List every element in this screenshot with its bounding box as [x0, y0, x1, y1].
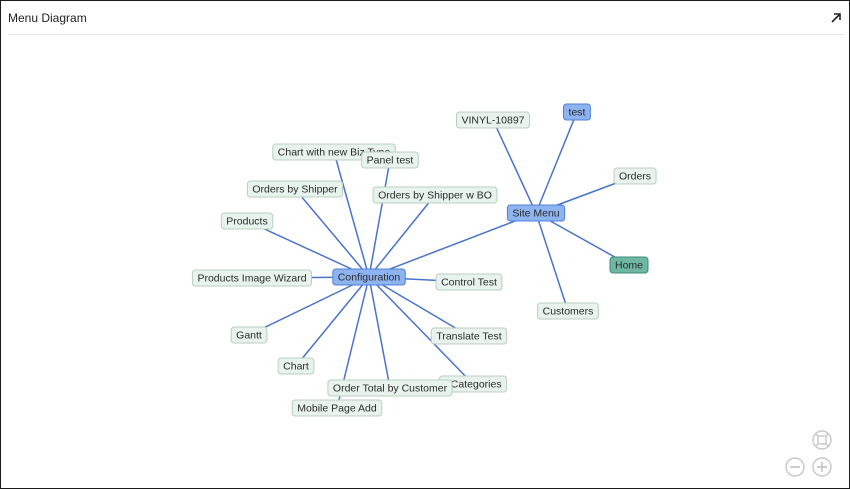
node-label: Mobile Page Add [297, 403, 377, 415]
node-test[interactable]: test [563, 103, 591, 121]
edge-site_menu-home [535, 212, 630, 266]
node-label: test [569, 107, 586, 119]
node-vinyl[interactable]: VINYL-10897 [456, 111, 530, 129]
node-label: Translate Test [436, 331, 501, 343]
node-box [563, 103, 591, 121]
node-label: Orders by Shipper [252, 184, 338, 196]
node-translate-test[interactable]: Translate Test [430, 327, 508, 345]
node-customers[interactable]: Customers [537, 302, 599, 320]
node-site-menu[interactable]: Site Menu [506, 204, 566, 222]
edge-configuration-translate_test [368, 276, 470, 337]
node-orders[interactable]: Orders [613, 167, 657, 185]
node-box [609, 256, 649, 274]
node-label: Chart [283, 361, 309, 373]
edge-configuration-products [246, 220, 370, 278]
fit-to-screen-icon[interactable] [812, 430, 832, 450]
node-label: - Categories [444, 379, 501, 391]
node-box [430, 327, 508, 345]
node-products[interactable]: Products [220, 212, 274, 230]
node-label: Gantt [236, 330, 262, 342]
edge-configuration-categories [368, 276, 474, 385]
node-orders-shipper-bo[interactable]: Orders by Shipper w BO [372, 186, 498, 204]
node-categories[interactable]: - Categories [438, 375, 508, 393]
node-box [291, 399, 383, 417]
node-label: VINYL-10897 [461, 115, 524, 127]
node-gantt[interactable]: Gantt [230, 326, 268, 344]
edge-site_menu-configuration [368, 212, 537, 278]
node-box [332, 268, 406, 286]
node-box [537, 302, 599, 320]
edge-configuration-panel_test [368, 159, 391, 278]
node-label: Orders [619, 171, 651, 183]
edge-site_menu-customers [535, 212, 569, 312]
panel-header: Menu Diagram [1, 1, 849, 35]
node-chart[interactable]: Chart [277, 357, 315, 375]
node-label: Order Total by Customer [333, 383, 448, 395]
node-box [277, 357, 315, 375]
node-control-test[interactable]: Control Test [435, 273, 503, 291]
edge-configuration-gantt [248, 276, 370, 336]
node-box [372, 186, 498, 204]
node-box [246, 180, 344, 198]
node-label: Configuration [338, 272, 401, 284]
edge-configuration-chart [295, 276, 370, 367]
node-products-wizard[interactable]: Products Image Wizard [191, 269, 312, 287]
node-box [191, 269, 312, 287]
node-box [230, 326, 268, 344]
node-label: Orders by Shipper w BO [378, 190, 492, 202]
node-label: Products Image Wizard [197, 273, 306, 285]
node-label: Home [615, 260, 643, 272]
edge-configuration-orders_shipper_bo [368, 194, 436, 278]
node-label: Products [226, 216, 267, 228]
node-label: Customers [543, 306, 594, 318]
node-home[interactable]: Home [609, 256, 649, 274]
node-box [220, 212, 274, 230]
node-label: Site Menu [512, 208, 559, 220]
node-order-total[interactable]: Order Total by Customer [327, 379, 453, 397]
node-box [456, 111, 530, 129]
panel-title: Menu Diagram [8, 11, 87, 25]
node-mobile-page[interactable]: Mobile Page Add [291, 399, 383, 417]
edge-configuration-orders_shipper [294, 188, 370, 278]
node-box [327, 379, 453, 397]
node-box [361, 151, 419, 169]
edge-configuration-chart_biz [333, 151, 370, 278]
edge-site_menu-test [535, 111, 578, 214]
node-panel-test[interactable]: Panel test [361, 151, 419, 169]
expand-icon[interactable] [829, 11, 843, 25]
edge-site_menu-vinyl [492, 119, 537, 214]
header-divider [8, 34, 844, 35]
zoom-out-icon[interactable] [785, 457, 805, 477]
node-label: Control Test [441, 277, 497, 289]
node-configuration[interactable]: Configuration [332, 268, 406, 286]
node-label: Panel test [367, 155, 414, 167]
zoom-in-icon[interactable] [812, 457, 832, 477]
node-orders-shipper[interactable]: Orders by Shipper [246, 180, 344, 198]
node-box [506, 204, 566, 222]
node-box [613, 167, 657, 185]
edge-configuration-order_total [368, 276, 391, 389]
node-box [435, 273, 503, 291]
